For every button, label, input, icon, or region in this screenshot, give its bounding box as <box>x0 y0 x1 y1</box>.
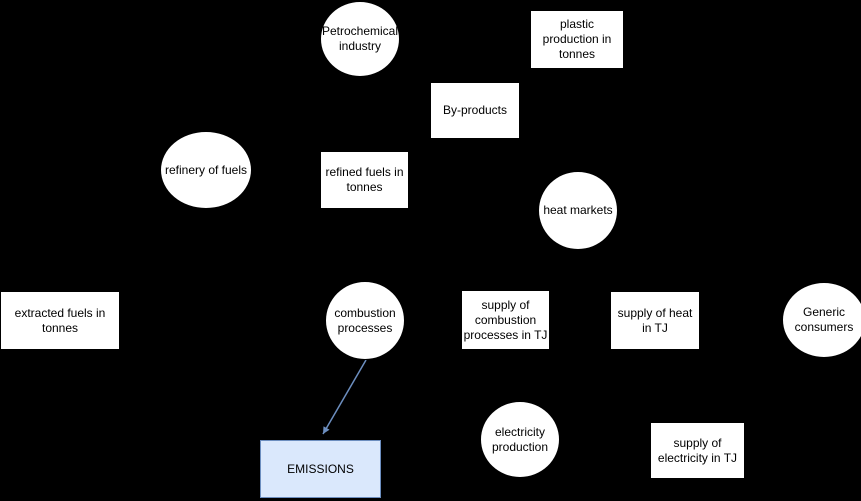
node-label: Generic consumers <box>794 305 854 334</box>
edge-combustion-to-emissions[interactable] <box>322 359 367 435</box>
node-label: plastic production in tonnes <box>542 17 612 61</box>
node-label: refined fuels in tonnes <box>325 165 404 194</box>
node-combustion-processes[interactable]: combustion processes <box>325 281 405 360</box>
node-label: supply of heat in TJ <box>617 305 693 335</box>
node-by-products[interactable]: By-products <box>430 82 520 139</box>
node-label: heat markets <box>543 203 613 217</box>
node-label: supply of combustion processes in TJ <box>463 297 548 342</box>
node-plastic-production[interactable]: plastic production in tonnes <box>530 10 624 69</box>
node-supply-of-electricity[interactable]: supply of electricity in TJ <box>650 422 745 479</box>
node-label: extracted fuels in tonnes <box>14 305 106 335</box>
node-label: combustion processes <box>334 305 396 335</box>
node-label: supply of electricity in TJ <box>657 435 738 465</box>
node-label: refinery of fuels <box>164 162 248 177</box>
node-extracted-fuels[interactable]: extracted fuels in tonnes <box>0 291 120 350</box>
node-label: electricity production <box>491 424 549 454</box>
node-emissions[interactable]: EMISSIONS <box>260 440 381 498</box>
node-refinery-of-fuels[interactable]: refinery of fuels <box>160 131 252 209</box>
node-heat-markets[interactable]: heat markets <box>538 171 618 250</box>
node-refined-fuels[interactable]: refined fuels in tonnes <box>320 151 409 209</box>
node-electricity-production[interactable]: electricity production <box>480 401 560 478</box>
node-label: EMISSIONS <box>287 461 354 476</box>
node-supply-of-heat[interactable]: supply of heat in TJ <box>610 291 700 350</box>
node-petrochemical-industry[interactable]: Petrochemical industry <box>320 1 400 77</box>
node-supply-of-combustion-processes[interactable]: supply of combustion processes in TJ <box>461 290 550 350</box>
node-label: By-products <box>442 103 508 117</box>
node-label: Petrochemical industry <box>321 24 399 53</box>
node-generic-consumers[interactable]: Generic consumers <box>782 282 861 358</box>
